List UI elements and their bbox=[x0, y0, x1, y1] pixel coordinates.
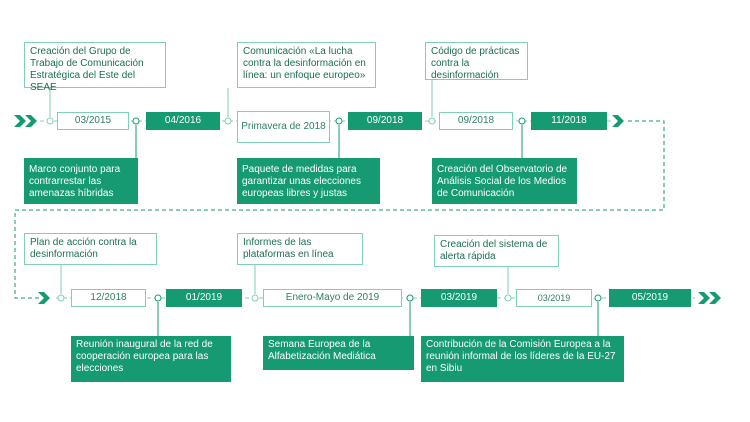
date-label: 09/2018 bbox=[439, 112, 513, 130]
date-label: Primavera de 2018 bbox=[237, 111, 330, 143]
event-box-above: Código de prácticas contra la desinforma… bbox=[425, 42, 528, 81]
event-box-above: Creación del Grupo de Trabajo de Comunic… bbox=[24, 42, 166, 93]
event-box-above: Informes de las plataformas en línea bbox=[237, 233, 363, 265]
date-label: 01/2019 bbox=[166, 289, 242, 307]
date-label: 03/2019 bbox=[516, 289, 592, 307]
event-box-below: Reunión inaugural de la red de cooperaci… bbox=[71, 336, 231, 382]
event-box-below: Creación del Observatorio de Análisis So… bbox=[432, 158, 577, 204]
date-label: 04/2016 bbox=[146, 112, 220, 130]
event-box-above: Plan de acción contra la desinformación bbox=[24, 233, 157, 265]
date-label: 11/2018 bbox=[531, 112, 607, 130]
date-label: 09/2018 bbox=[348, 112, 422, 130]
event-box-above: Comunicación «La lucha contra la desinfo… bbox=[237, 42, 376, 88]
end-chevron-icon bbox=[698, 292, 721, 304]
row2-start-chevron-icon bbox=[38, 292, 50, 304]
row1-end-chevron-icon bbox=[612, 115, 624, 127]
date-label: 03/2015 bbox=[57, 112, 129, 130]
start-chevron-icon bbox=[14, 115, 37, 127]
date-label: 05/2019 bbox=[609, 289, 691, 307]
date-label: 03/2019 bbox=[421, 289, 497, 307]
event-box-below: Contribución de la Comisión Europea a la… bbox=[421, 336, 624, 382]
date-label: 12/2018 bbox=[71, 289, 146, 307]
event-box-below: Semana Europea de la Alfabetización Medi… bbox=[263, 336, 414, 370]
event-box-below: Paquete de medidas para garantizar unas … bbox=[237, 158, 380, 204]
date-label: Enero-Mayo de 2019 bbox=[263, 289, 402, 307]
event-box-above: Creación del sistema de alerta rápida bbox=[434, 235, 559, 267]
event-box-below: Marco conjunto para contrarrestar las am… bbox=[24, 158, 138, 204]
